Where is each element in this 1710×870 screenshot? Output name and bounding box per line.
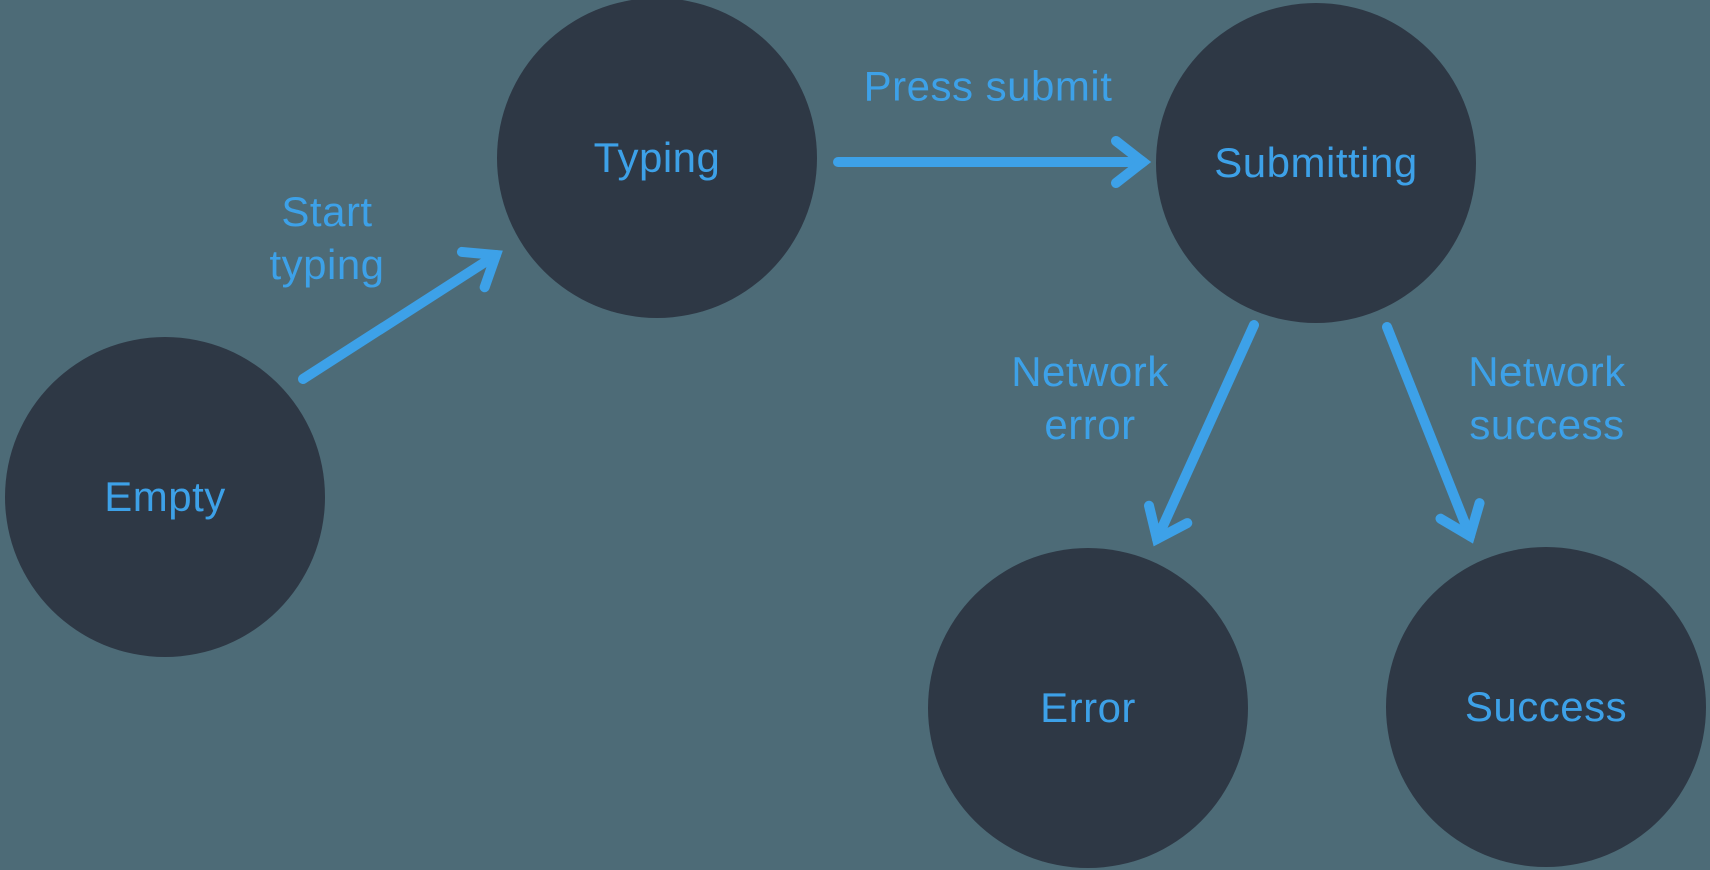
- state-label-empty: Empty: [104, 473, 226, 520]
- edge-label-network-error: Network error: [1011, 348, 1169, 448]
- edge-label-press-submit: Press submit: [863, 62, 1113, 110]
- edge-label-start-typing: Start typing: [269, 188, 385, 288]
- state-node-submitting: Submitting: [1156, 3, 1476, 323]
- state-node-empty: Empty: [5, 337, 325, 657]
- state-label-success: Success: [1464, 683, 1628, 730]
- state-label-typing: Typing: [593, 134, 721, 181]
- edge-label-network-success: Network success: [1468, 348, 1626, 448]
- state-label-submitting: Submitting: [1214, 139, 1418, 186]
- edge-arrow-network-success: [1382, 322, 1485, 544]
- state-node-success: Success: [1386, 547, 1706, 867]
- edge-arrow-network-error: [1144, 320, 1259, 547]
- state-node-typing: Typing: [497, 0, 817, 318]
- state-node-error: Error: [928, 548, 1248, 868]
- state-label-error: Error: [1040, 684, 1136, 731]
